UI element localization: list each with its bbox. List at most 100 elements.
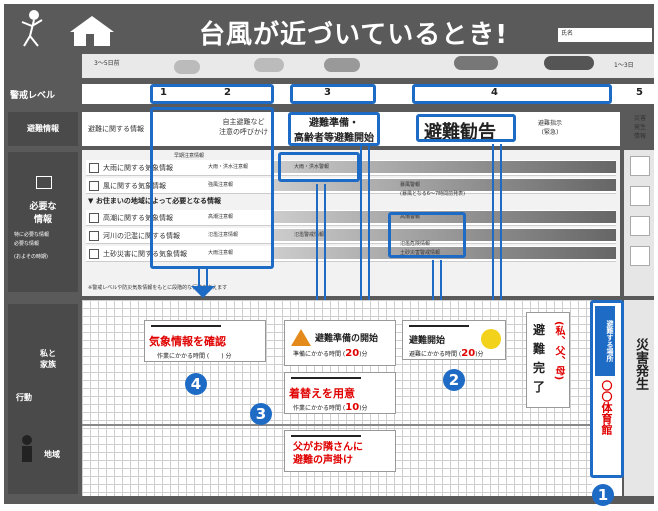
down-arrow bbox=[492, 144, 502, 304]
river-danger: 氾濫危険情報 bbox=[400, 241, 431, 247]
level-2: 2 bbox=[224, 87, 231, 98]
landslide-warning: 土砂災害警戒情報 bbox=[400, 250, 441, 256]
card-title: 着替えを用意 bbox=[289, 387, 355, 400]
card-arrow bbox=[409, 325, 469, 327]
action-side-panel: 行動 bbox=[8, 304, 78, 494]
info-side-opt2: 必要な情報 bbox=[14, 241, 40, 247]
evac-info-col2: 自主避難など 注意の呼びかけ bbox=[219, 118, 268, 136]
highlight-evac-prep bbox=[288, 112, 380, 146]
evac-info-col4b: 避難指示 (緊急) bbox=[538, 120, 563, 136]
time-label-right: 1〜3日 bbox=[614, 62, 634, 69]
highlight-level-1-2 bbox=[150, 84, 274, 104]
card-value: 20 bbox=[461, 348, 476, 359]
down-arrow bbox=[198, 269, 208, 287]
grid-divider bbox=[82, 424, 592, 426]
card-note: 避難にかかる時間 ( bbox=[409, 351, 462, 358]
action-row-community: 地域 bbox=[44, 450, 60, 459]
evac-place: 〇〇体育館 bbox=[600, 380, 613, 435]
rain-advisory: 大雨・洪水注意報 bbox=[208, 164, 249, 170]
surge-warning: 高潮警報 bbox=[400, 214, 421, 220]
badge-3: 3 bbox=[250, 403, 272, 425]
early-info: 早期注意情報 bbox=[174, 153, 205, 159]
evac-info-col1: 避難に関する情報 bbox=[88, 125, 144, 133]
info-side-panel: 必要な 情報 特に必要な情報 必要な情報 (およその時期) bbox=[8, 152, 78, 292]
card-note: 作業にかかる時間 ( bbox=[293, 405, 346, 412]
person-icon bbox=[16, 434, 38, 470]
card-title: 避難開始 bbox=[409, 336, 446, 346]
river-advisory: 氾濫注意情報 bbox=[208, 232, 239, 238]
wind-warning-note: (暴風となる6〜7時間前発表) bbox=[400, 191, 466, 197]
disaster-icon bbox=[630, 156, 650, 176]
level-3: 3 bbox=[324, 87, 331, 98]
cloud-icon bbox=[254, 58, 284, 72]
level-row-label: 警戒レベル bbox=[10, 91, 56, 101]
warning-triangle-icon bbox=[291, 329, 311, 346]
checkbox[interactable] bbox=[89, 163, 99, 173]
card-check-weather: 気象情報を確認 作業にかかる時間 ( ) 分 bbox=[144, 320, 266, 362]
storm-cloud-icon bbox=[544, 56, 594, 70]
highlight-evac-place bbox=[590, 300, 624, 478]
run-icon bbox=[481, 329, 501, 349]
disaster-icon bbox=[630, 246, 650, 266]
wind-advisory: 強風注意報 bbox=[208, 182, 234, 188]
down-arrow bbox=[316, 184, 326, 304]
evac-complete-who: (私、父、母) bbox=[553, 321, 564, 381]
evac-place-label: 避難する場所 bbox=[595, 306, 615, 376]
card-start-prep: 避難準備の開始 準備にかかる時間 (20)分 bbox=[284, 320, 396, 366]
level-1: 1 bbox=[160, 87, 167, 98]
card-title: 気象情報を確認 bbox=[149, 335, 226, 348]
down-arrow bbox=[432, 260, 442, 304]
rain-warning: 大雨・洪水警報 bbox=[294, 164, 330, 170]
evac-info-col5: 災害 発生 情報 bbox=[634, 115, 647, 140]
badge-2: 2 bbox=[443, 369, 465, 391]
checkbox[interactable] bbox=[89, 213, 99, 223]
wind-warning: 暴風警報 bbox=[400, 182, 421, 188]
wind-figure-icon bbox=[14, 6, 48, 50]
action-label: 行動 bbox=[16, 393, 32, 402]
level-5: 5 bbox=[636, 87, 643, 98]
highlight-evac-advisory bbox=[416, 114, 516, 142]
highlight-rain-warning bbox=[278, 152, 360, 182]
disaster-icon bbox=[630, 216, 650, 236]
down-arrow bbox=[360, 146, 370, 304]
evac-info-label: 避難情報 bbox=[8, 112, 78, 146]
badge-1: 1 bbox=[592, 484, 614, 506]
highlight-danger-info bbox=[388, 212, 466, 258]
info-side-note: (およその時期) bbox=[14, 254, 48, 260]
down-arrow-head bbox=[191, 286, 215, 298]
badge-4: 4 bbox=[185, 373, 207, 395]
disaster-occurrence: 災害発生 bbox=[633, 338, 648, 390]
rain-cloud-icon bbox=[324, 58, 360, 72]
evac-info-row bbox=[82, 112, 620, 146]
card-note: 準備にかかる時間 ( bbox=[293, 351, 346, 358]
name-field[interactable]: 氏名 bbox=[558, 28, 652, 42]
evac-complete-text: 避 難 完 了 bbox=[533, 323, 546, 394]
level-4: 4 bbox=[491, 87, 498, 98]
info-side-label: 必要な 情報 bbox=[29, 202, 57, 225]
monitor-icon bbox=[36, 176, 52, 189]
checkbox[interactable] bbox=[89, 181, 99, 191]
page-title: 台風が近づいているとき! bbox=[199, 20, 509, 50]
card-arrow bbox=[151, 325, 221, 327]
card-value: 20 bbox=[345, 348, 360, 359]
time-label: 3〜5日前 bbox=[94, 60, 120, 67]
checkbox[interactable] bbox=[89, 249, 99, 259]
card-value: 10 bbox=[345, 402, 360, 413]
surge-advisory: 高潮注意報 bbox=[208, 214, 234, 220]
card-evac-complete: 避 難 完 了 (私、父、母) bbox=[526, 312, 570, 408]
storm-cloud-icon bbox=[454, 56, 498, 70]
typhoon-timeline-sheet: 台風が近づいているとき! 氏名 3〜5日前 1〜3日 警戒レベル 1 2 3 4… bbox=[4, 4, 654, 504]
house-icon bbox=[62, 10, 122, 48]
level-bar bbox=[82, 84, 654, 104]
highlight-early-info bbox=[150, 107, 274, 269]
card-note: 作業にかかる時間 ( ) 分 bbox=[157, 353, 232, 360]
river-warning: 氾濫警戒情報 bbox=[294, 232, 325, 238]
evac-info-col3: 避難準備・ 高齢者等避難開始 bbox=[294, 118, 374, 144]
highlight-level-3 bbox=[290, 84, 376, 104]
surge-arrow bbox=[274, 211, 616, 223]
footnote: ※警戒レベルや防災気象情報をもとに段階的な行動を考えます bbox=[88, 285, 228, 291]
highlight-level-4 bbox=[412, 84, 612, 104]
card-neighbor-call: 父がお隣さんに 避難の声掛け bbox=[284, 430, 396, 472]
card-title: 避難準備の開始 bbox=[315, 334, 379, 344]
checkbox[interactable] bbox=[89, 231, 99, 241]
